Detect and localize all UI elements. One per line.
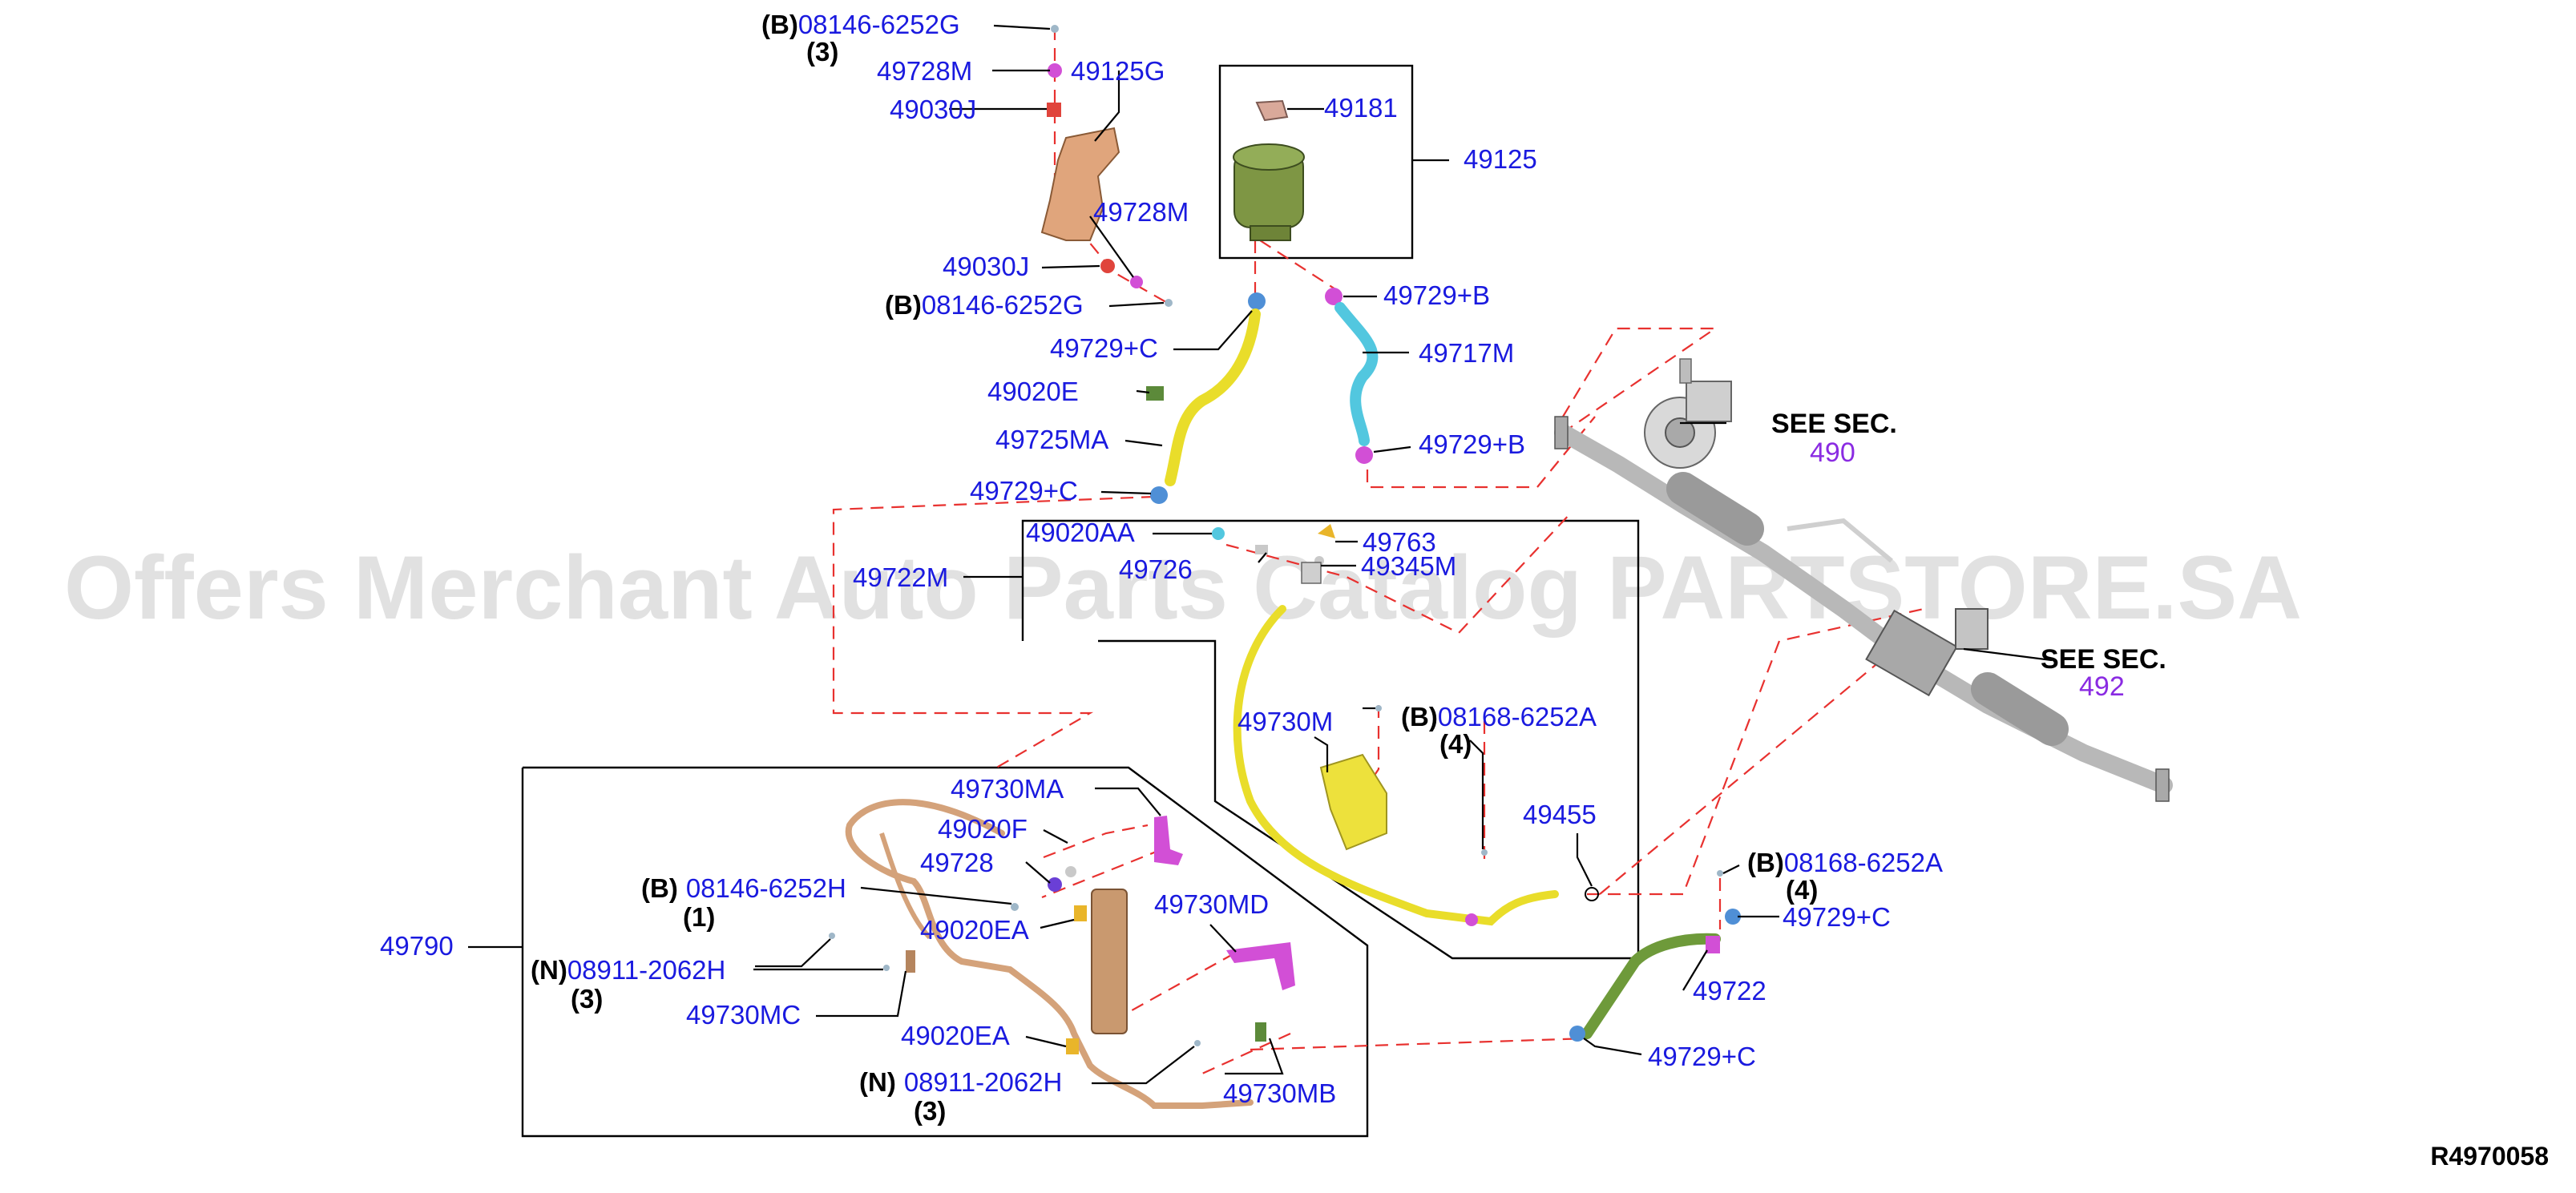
- callout-qty-1: (1): [683, 902, 715, 932]
- callout-08168-6252A-lower[interactable]: (B)08168-6252A: [1747, 848, 1943, 877]
- callout-49030J-top[interactable]: 49030J: [890, 95, 976, 124]
- see-section-492-label[interactable]: SEE SEC.: [2041, 644, 2166, 675]
- callout-49717M[interactable]: 49717M: [1419, 338, 1514, 368]
- callout-qty-4-upper: (4): [1439, 729, 1472, 759]
- reservoir-bracket-illustration: [1040, 25, 1173, 307]
- callout-49730MC[interactable]: 49730MC: [686, 1000, 801, 1030]
- callout-49726[interactable]: 49726: [1119, 554, 1193, 584]
- callout-49020E[interactable]: 49020E: [987, 377, 1079, 406]
- callout-49125G[interactable]: 49125G: [1071, 56, 1165, 86]
- cooler-return-hose-illustration: [1569, 870, 1741, 1042]
- callout-08146-6252G-top[interactable]: (B)08146-6252G: [761, 10, 960, 39]
- leader-lines: [468, 24, 2053, 1085]
- callout-qty-3-cooler-lower: (3): [914, 1096, 946, 1126]
- callout-49763[interactable]: 49763: [1363, 527, 1436, 557]
- callout-49729C-upper[interactable]: 49729+C: [1050, 333, 1158, 363]
- callout-49020AA[interactable]: 49020AA: [1026, 518, 1135, 547]
- callout-49020EA-upper[interactable]: 49020EA: [920, 915, 1029, 945]
- callout-49729B-lower[interactable]: 49729+B: [1419, 429, 1525, 459]
- suction-hose-illustration: [1146, 292, 1266, 504]
- reservoir-illustration: [1233, 99, 1305, 241]
- reservoir-group-box: [1218, 64, 1414, 260]
- return-hose-illustration: [1325, 288, 1379, 464]
- callout-49730M[interactable]: 49730M: [1238, 707, 1333, 736]
- diagram-code: R4970058: [2430, 1142, 2549, 1171]
- callout-49020EA-lower[interactable]: 49020EA: [901, 1021, 1010, 1050]
- callout-49728M-mid[interactable]: 49728M: [1093, 197, 1189, 227]
- callout-49030J-mid[interactable]: 49030J: [943, 252, 1029, 281]
- callout-49020F[interactable]: 49020F: [938, 814, 1028, 844]
- callout-qty-4-lower: (4): [1786, 875, 1818, 905]
- callout-qty-3-top: (3): [806, 37, 838, 67]
- callout-49730MB[interactable]: 49730MB: [1223, 1078, 1336, 1108]
- callout-08911-2062H-upper[interactable]: (N)08911-2062H: [531, 955, 725, 985]
- callout-49729C-right[interactable]: 49729+C: [1783, 902, 1891, 932]
- see-section-490-link[interactable]: 490: [1810, 437, 1855, 468]
- callout-49722M[interactable]: 49722M: [853, 562, 948, 592]
- callout-08911-2062H-lower[interactable]: (N)08911-2062H: [859, 1067, 1062, 1097]
- callout-49790[interactable]: 49790: [380, 931, 454, 961]
- callout-49728[interactable]: 49728: [920, 848, 994, 877]
- cooler-illustration: [829, 799, 1295, 1109]
- callout-49181[interactable]: 49181: [1324, 93, 1398, 123]
- callout-49728M-top[interactable]: 49728M: [877, 56, 972, 86]
- callout-49730MD[interactable]: 49730MD: [1154, 889, 1269, 919]
- callout-08146-6252H[interactable]: (B)08146-6252H: [641, 873, 846, 903]
- callout-08168-6252A-upper[interactable]: (B)08168-6252A: [1401, 702, 1597, 732]
- callout-49729C-bottom[interactable]: 49729+C: [1648, 1042, 1756, 1071]
- callout-49125[interactable]: 49125: [1464, 144, 1537, 174]
- callout-49729B-upper[interactable]: 49729+B: [1383, 280, 1490, 310]
- callout-49345M[interactable]: 49345M: [1361, 551, 1456, 581]
- callout-49725MA[interactable]: 49725MA: [995, 425, 1108, 454]
- steering-rack-illustration: [1554, 416, 2173, 802]
- power-steering-pump-illustration: [1644, 358, 1732, 469]
- callout-49722[interactable]: 49722: [1693, 976, 1766, 1006]
- see-section-492-link[interactable]: 492: [2079, 671, 2125, 702]
- callout-49730MA[interactable]: 49730MA: [951, 774, 1064, 804]
- callout-49455[interactable]: 49455: [1523, 800, 1597, 829]
- callout-qty-3-cooler-upper: (3): [571, 984, 603, 1014]
- watermark-text: Offers Merchant Auto Parts Catalog PARTS…: [64, 538, 2302, 638]
- callout-49729C-mid[interactable]: 49729+C: [970, 476, 1078, 506]
- pressure-hose-group-box: [1021, 519, 1640, 960]
- callout-08146-6252G-mid[interactable]: (B)08146-6252G: [885, 290, 1084, 320]
- pressure-hose-illustration: [1212, 524, 1599, 926]
- see-section-490-label[interactable]: SEE SEC.: [1771, 409, 1897, 439]
- cooler-group-box: [521, 766, 1369, 1138]
